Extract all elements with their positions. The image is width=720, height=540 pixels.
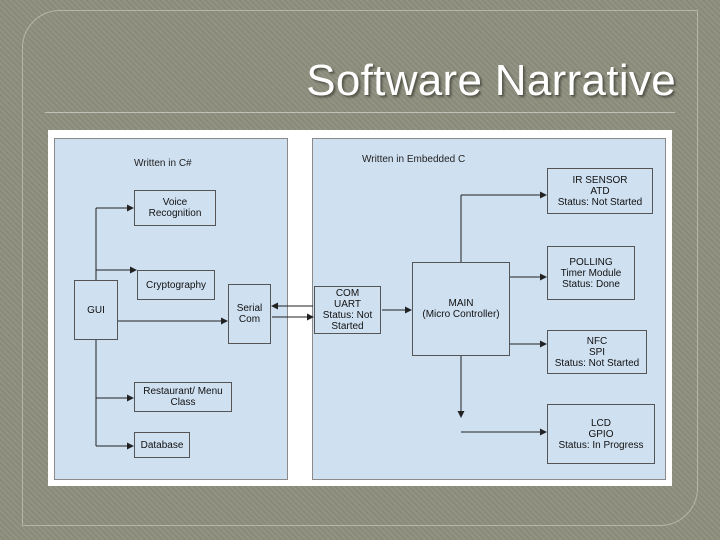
node-serial-com: Serial Com bbox=[228, 284, 271, 344]
slide-frame bbox=[22, 10, 698, 526]
node-restaurant-menu-class: Restaurant/ Menu Class bbox=[134, 382, 232, 412]
node-lcd: LCD GPIO Status: In Progress bbox=[547, 404, 655, 464]
node-com-uart: COM UART Status: Not Started bbox=[314, 286, 381, 334]
node-ir-sensor: IR SENSOR ATD Status: Not Started bbox=[547, 168, 653, 214]
node-voice-recognition: Voice Recognition bbox=[134, 190, 216, 226]
slide-title: Software Narrative bbox=[306, 56, 676, 105]
node-main-micro-controller: MAIN (Micro Controller) bbox=[412, 262, 510, 356]
region-embedded-c-label: Written in Embedded C bbox=[362, 154, 466, 165]
title-divider bbox=[45, 112, 675, 113]
connector-arrows bbox=[95, 191, 547, 450]
node-database: Database bbox=[134, 432, 190, 458]
node-nfc: NFC SPI Status: Not Started bbox=[547, 330, 647, 374]
architecture-diagram: Written in C# Written in Embedded C bbox=[48, 130, 672, 486]
node-polling: POLLING Timer Module Status: Done bbox=[547, 246, 635, 300]
node-gui: GUI bbox=[74, 280, 118, 340]
region-csharp-label: Written in C# bbox=[134, 158, 192, 169]
node-cryptography: Cryptography bbox=[137, 270, 215, 300]
